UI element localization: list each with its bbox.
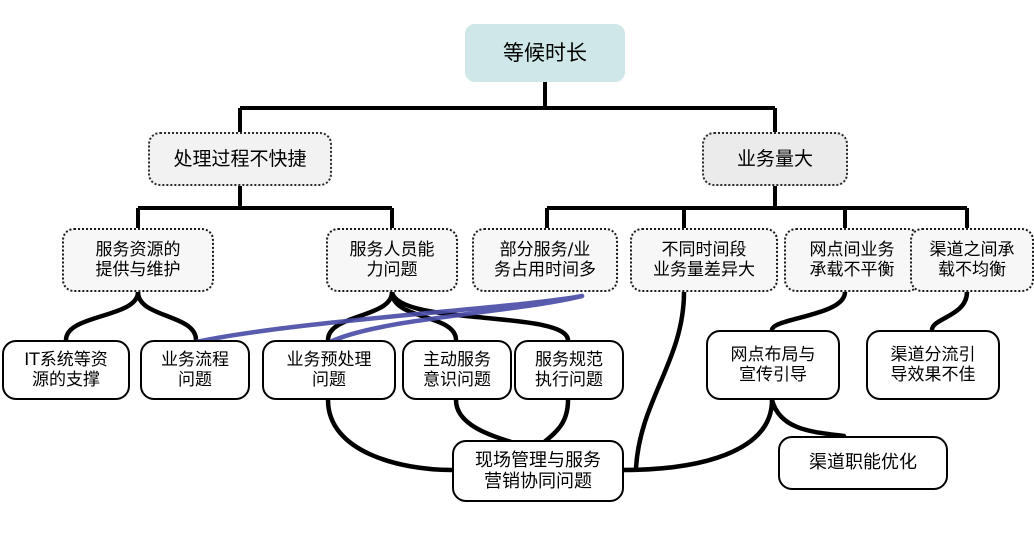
edge-layout-to-chanfunc bbox=[769, 397, 847, 439]
node-leaf-active-service[interactable]: 主动服务 意识问题 bbox=[402, 340, 512, 400]
node-leaf-onsite-management[interactable]: 现场管理与服务 营销协同问题 bbox=[452, 440, 624, 502]
node-level2-staff[interactable]: 服务人员能 力问题 bbox=[326, 228, 458, 292]
node-leaf-branch-layout[interactable]: 网点布局与 宣传引导 bbox=[706, 330, 840, 400]
edge-branch-to-layout bbox=[769, 289, 848, 333]
node-leaf-channel-function[interactable]: 渠道职能优化 bbox=[778, 436, 948, 490]
edge-staff-to-standard bbox=[389, 289, 571, 343]
node-level2-resource[interactable]: 服务资源的 提供与维护 bbox=[62, 228, 214, 292]
edge-timecost-to-flow bbox=[193, 293, 585, 345]
node-leaf-channel-diversion[interactable]: 渠道分流引 导效果不佳 bbox=[866, 330, 1000, 400]
node-root[interactable]: 等候时长 bbox=[465, 24, 625, 82]
edge-staff-to-active bbox=[389, 289, 459, 343]
edge-timecost-to-pretreat bbox=[327, 293, 585, 345]
edge-staff-to-pretreat bbox=[325, 289, 395, 343]
edge-channel-to-diversion bbox=[929, 289, 970, 333]
node-level1-process[interactable]: 处理过程不快捷 bbox=[148, 132, 332, 186]
node-leaf-service-standard[interactable]: 服务规范 执行问题 bbox=[514, 340, 624, 400]
node-level2-channel[interactable]: 渠道之间承 载不均衡 bbox=[910, 228, 1034, 292]
node-level2-branch[interactable]: 网点间业务 承载不平衡 bbox=[784, 228, 920, 292]
node-level1-volume[interactable]: 业务量大 bbox=[702, 132, 848, 186]
node-level2-timecost[interactable]: 部分服务/业 务占用时间多 bbox=[472, 228, 618, 292]
edge-layout-to-onsite bbox=[619, 397, 775, 473]
edge-resource-to-it bbox=[63, 289, 141, 343]
edge-resource-to-flow bbox=[135, 289, 199, 343]
edge-pretreat-to-onsite bbox=[325, 397, 455, 473]
node-leaf-it-system[interactable]: IT系统等资 源的支撑 bbox=[2, 340, 130, 400]
node-leaf-pretreatment[interactable]: 业务预处理 问题 bbox=[262, 340, 396, 400]
node-level2-period[interactable]: 不同时间段 业务量差异大 bbox=[630, 228, 778, 292]
edge-period-to-onsite bbox=[633, 289, 687, 471]
node-leaf-business-flow[interactable]: 业务流程 问题 bbox=[140, 340, 250, 400]
